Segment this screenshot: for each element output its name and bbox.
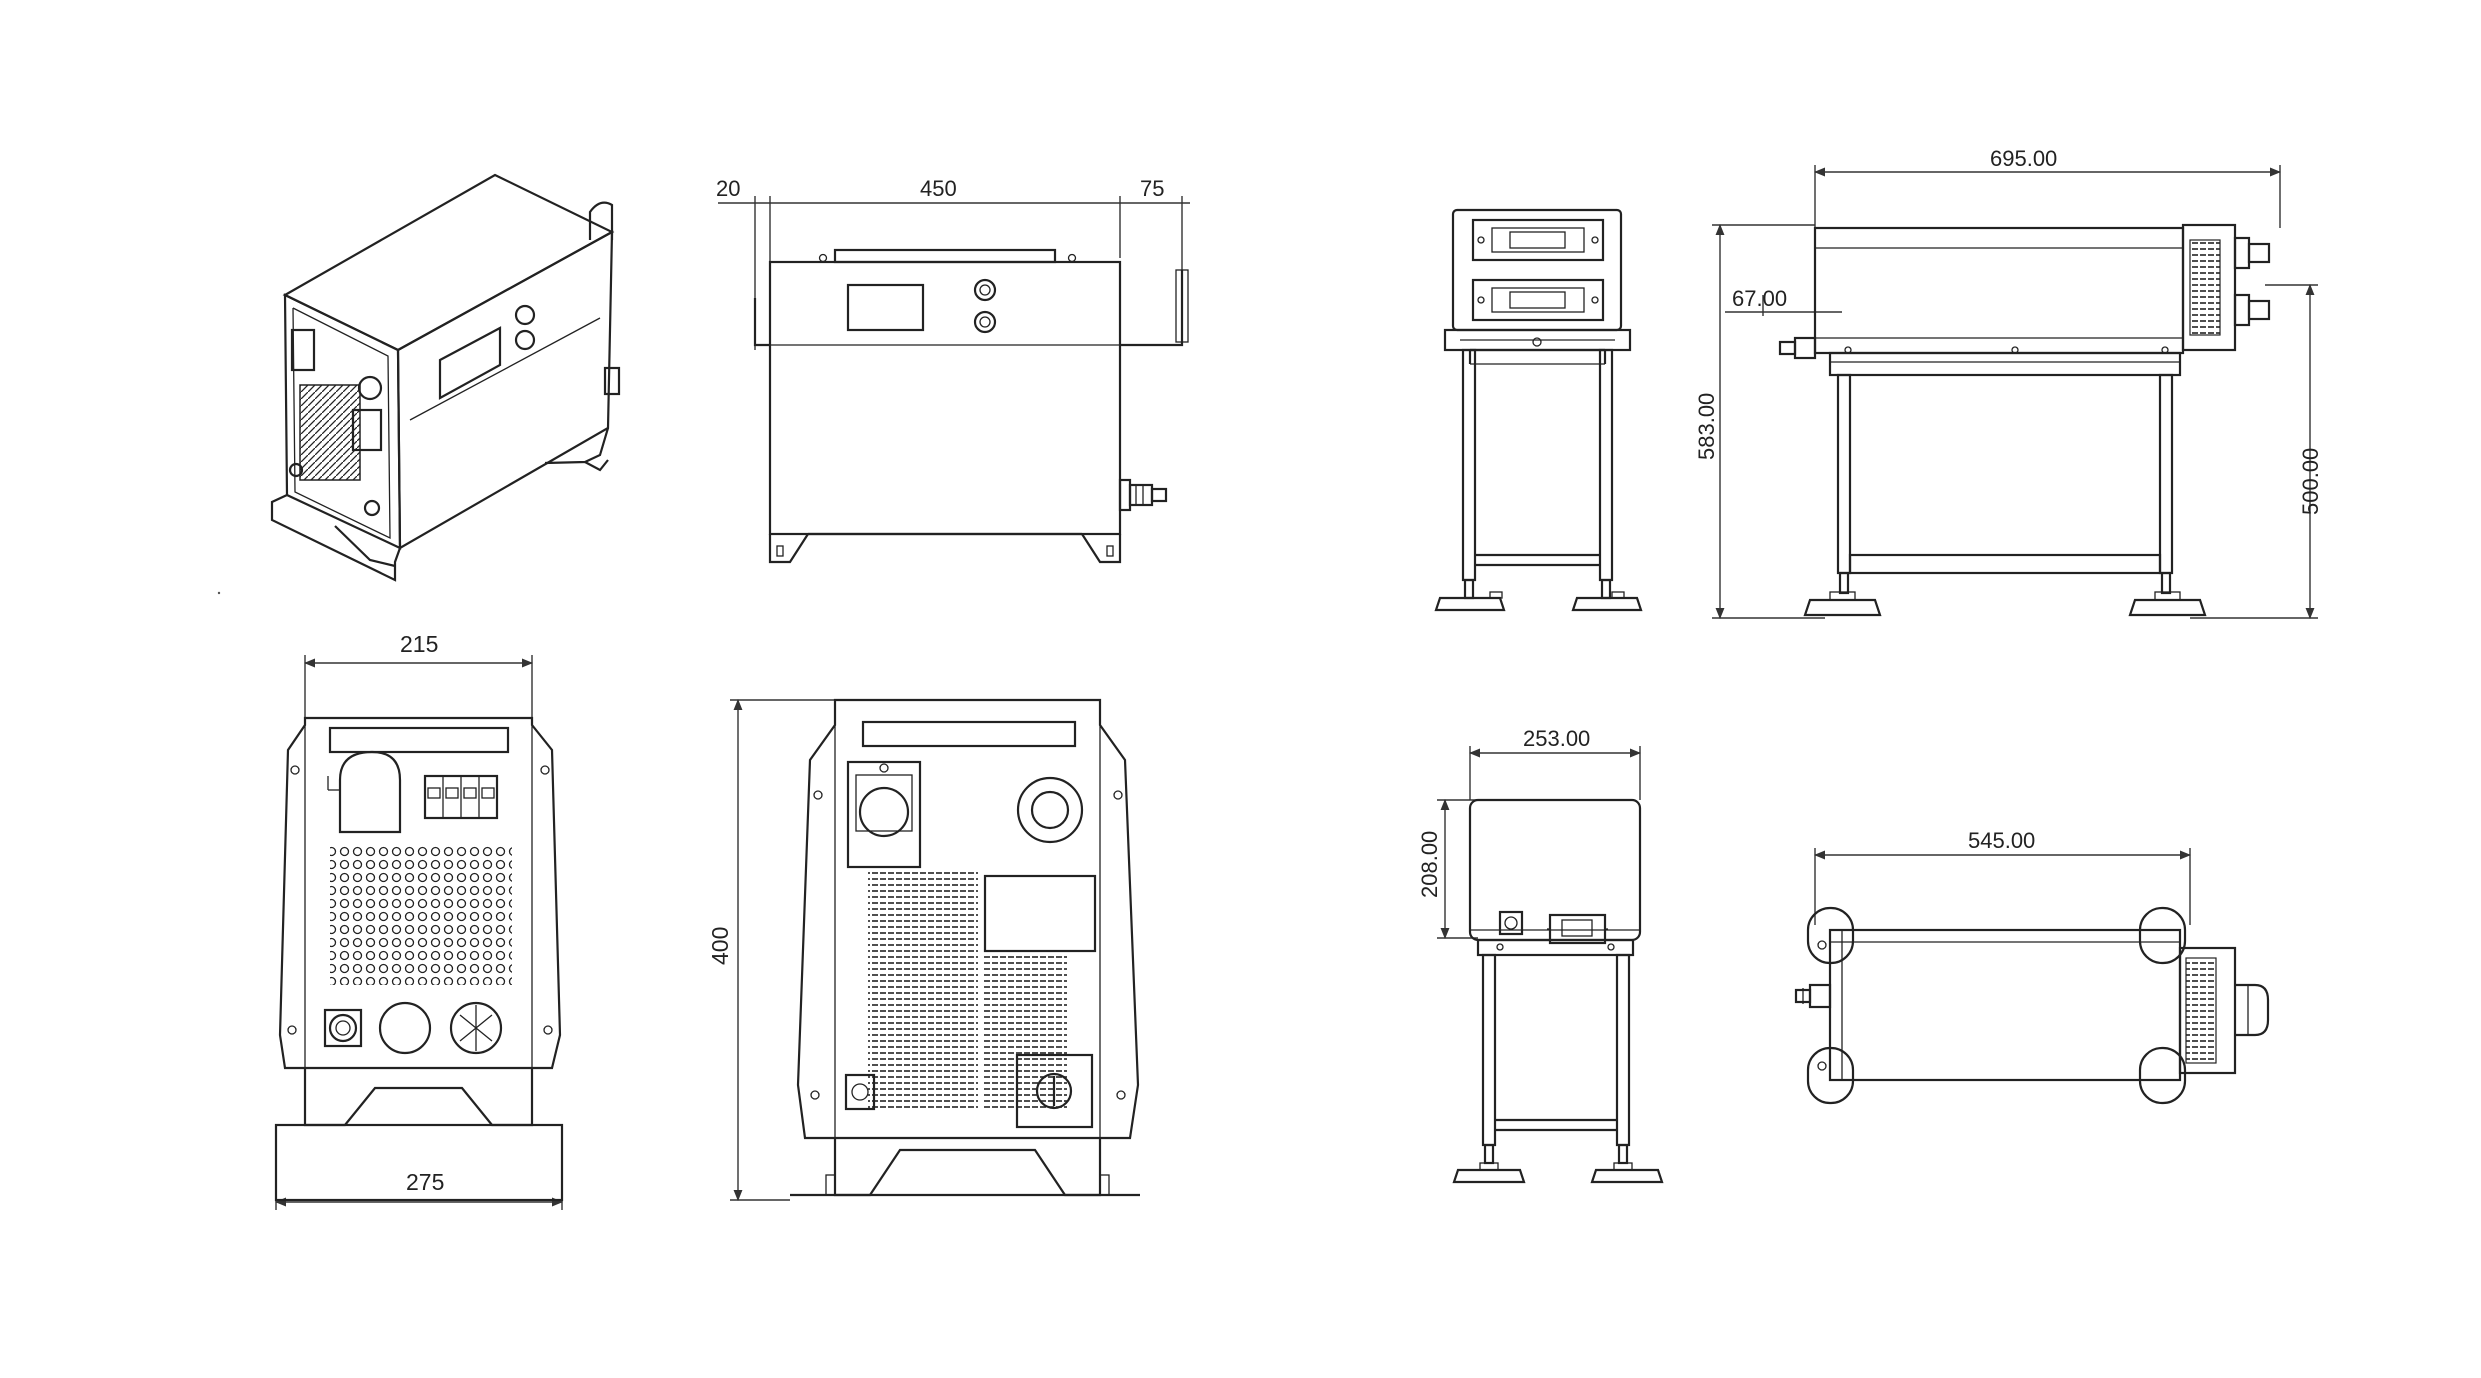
dim-connector: 67.00 bbox=[1732, 286, 1787, 311]
side-with-stand-view: 695.00 583.00 67.00 500.00 bbox=[1694, 146, 2323, 620]
rear-view: 400 bbox=[707, 698, 1140, 1202]
dim-front-base-width: 275 bbox=[406, 1169, 444, 1195]
front-with-stand-view bbox=[1434, 208, 1643, 612]
dim-total-height: 583.00 bbox=[1694, 393, 1719, 460]
side-view: 20 450 75 bbox=[716, 176, 1190, 564]
dim-side-offset-left: 20 bbox=[716, 176, 740, 201]
stray-mark bbox=[217, 591, 221, 595]
top-view: 545.00 bbox=[1794, 828, 2270, 1105]
front-view: 215 275 bbox=[274, 631, 564, 1210]
dim-top-length: 545.00 bbox=[1968, 828, 2035, 853]
dim-width: 253.00 bbox=[1523, 726, 1590, 751]
rear-with-stand-view: 253.00 208.00 bbox=[1417, 726, 1664, 1184]
dim-stand-height: 500.00 bbox=[2298, 448, 2323, 515]
dim-front-width: 215 bbox=[400, 631, 438, 657]
isometric-view bbox=[270, 173, 621, 582]
dim-head-height: 208.00 bbox=[1417, 831, 1442, 898]
dim-rear-height: 400 bbox=[707, 927, 733, 965]
dim-length: 695.00 bbox=[1990, 146, 2057, 171]
dim-side-offset-right: 75 bbox=[1140, 176, 1164, 201]
dim-side-length: 450 bbox=[920, 176, 957, 201]
